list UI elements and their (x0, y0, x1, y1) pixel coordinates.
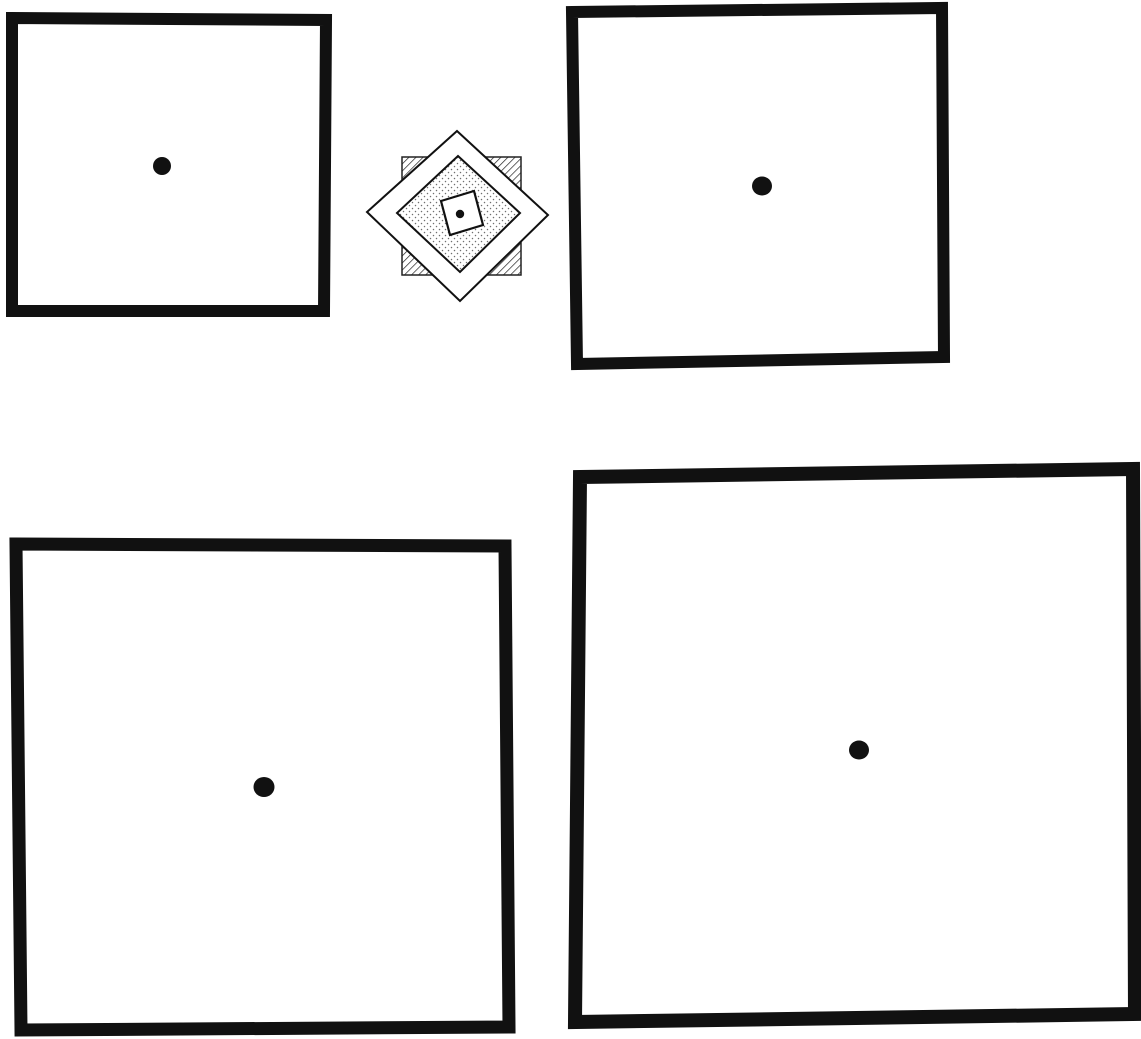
center-emblem (367, 131, 548, 301)
center-dot (849, 741, 869, 760)
square-top-left (12, 18, 326, 311)
square-bottom-left (16, 544, 509, 1030)
square-bottom-right (575, 469, 1135, 1022)
center-dot (752, 177, 772, 196)
center-dot (153, 157, 171, 175)
square-top-right (572, 8, 944, 364)
center-dot (456, 210, 464, 218)
center-dot (254, 777, 275, 797)
